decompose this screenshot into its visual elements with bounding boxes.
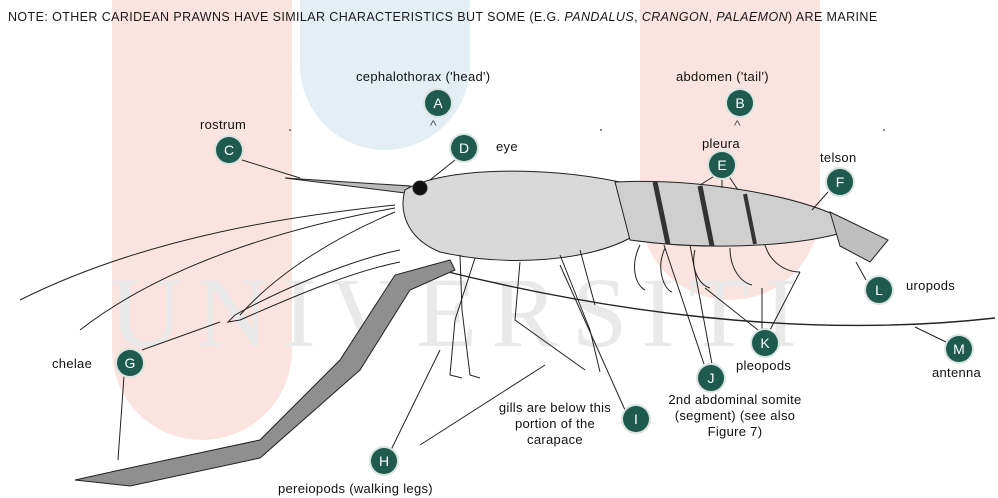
- badge-h: H: [371, 448, 397, 474]
- badge-a: A: [425, 90, 451, 116]
- label-pleopods: pleopods: [736, 358, 791, 373]
- label-pereiopods: pereiopods (walking legs): [278, 481, 433, 496]
- label-telson: telson: [820, 150, 857, 165]
- telson-shape: [830, 212, 888, 262]
- badge-b: B: [727, 90, 753, 116]
- badge-l: L: [866, 277, 892, 303]
- eye-shape: [413, 181, 427, 195]
- leader-l: [856, 262, 866, 280]
- badge-i: I: [623, 406, 649, 432]
- pereiopod-5: [580, 250, 595, 305]
- pleopod-4: [730, 248, 752, 285]
- leader-m: [915, 327, 946, 342]
- label-antenna: antenna: [932, 365, 981, 380]
- badge-e: E: [709, 152, 735, 178]
- badge-k: K: [752, 330, 778, 356]
- label-abdominal-somite: 2nd abdominal somite (segment) (see also…: [655, 392, 815, 440]
- label-rostrum: rostrum: [200, 117, 246, 132]
- dot-3: [883, 129, 885, 131]
- label-pleura: pleura: [702, 136, 740, 151]
- leader-f: [812, 192, 828, 210]
- antennule: [240, 212, 395, 315]
- pleopod-5: [765, 245, 800, 272]
- dot-2: [600, 129, 602, 131]
- cephalothorax-body: [403, 171, 630, 260]
- rostrum-shape: [285, 178, 410, 193]
- abdomen-body: [615, 181, 845, 246]
- badge-d: D: [451, 135, 477, 161]
- antenna-line-2: [80, 208, 395, 330]
- label-eye: eye: [496, 139, 518, 154]
- leader-c: [242, 160, 300, 178]
- label-cephalothorax: cephalothorax ('head'): [356, 69, 490, 84]
- label-gills: gills are below this portion of the cara…: [495, 400, 615, 448]
- pereiopod-4: [560, 255, 600, 372]
- pleopod-2: [661, 248, 672, 292]
- pereiopod-3: [515, 262, 585, 370]
- leader-j: [664, 245, 712, 364]
- pleopod-1: [635, 245, 645, 290]
- badge-j: J: [698, 365, 724, 391]
- leader-i: [560, 265, 625, 410]
- pleopod-3: [694, 250, 710, 288]
- label-abdomen: abdomen ('tail'): [676, 69, 769, 84]
- label-uropods: uropods: [906, 278, 955, 293]
- label-chelae: chelae: [52, 356, 92, 371]
- badge-f: F: [827, 169, 853, 195]
- badge-c: C: [216, 137, 242, 163]
- badge-g: G: [117, 350, 143, 376]
- leader-g: [118, 322, 220, 460]
- badge-m: M: [946, 336, 972, 362]
- caret-a-icon: ^: [430, 117, 437, 133]
- caret-b-icon: ^: [734, 117, 741, 133]
- dot-1: [289, 129, 291, 131]
